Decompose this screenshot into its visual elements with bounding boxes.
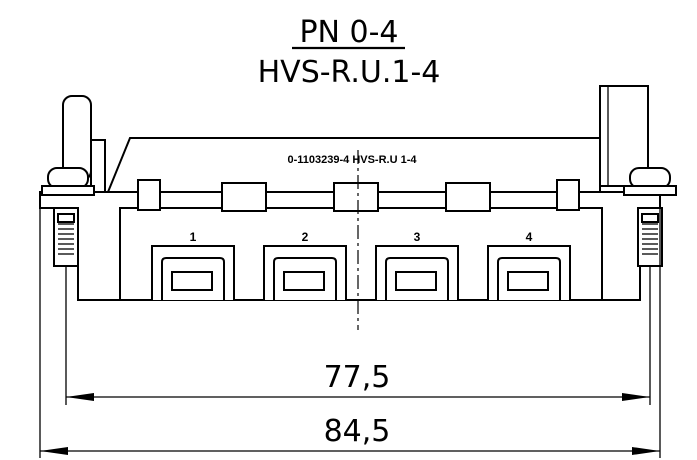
left-mounting-post — [62, 95, 106, 196]
dimension-outer — [40, 447, 660, 455]
contact-number-3: 3 — [414, 230, 421, 244]
contact-cavity — [375, 245, 459, 300]
model-title: HVS-R.U.1-4 — [258, 55, 441, 90]
housing-windows — [137, 179, 580, 212]
contact-cavity — [487, 245, 571, 300]
contact-number-4: 4 — [526, 230, 533, 244]
extension-lines — [39, 208, 661, 458]
contact-number-2: 2 — [302, 230, 309, 244]
contact-number-1: 1 — [190, 230, 197, 244]
dimension-inner-value: 77,5 — [324, 360, 391, 395]
dimension-outer-value: 84,5 — [324, 414, 391, 449]
contact-cavity — [151, 245, 235, 300]
contact-cavities — [151, 245, 571, 300]
right-screw — [623, 167, 677, 267]
contact-cavity — [263, 245, 347, 300]
part-number-title: PN 0-4 — [299, 15, 398, 50]
dimension-inner — [66, 393, 650, 401]
housing-label: 0-1103239-4 HVS-R.U 1-4 — [287, 154, 417, 166]
